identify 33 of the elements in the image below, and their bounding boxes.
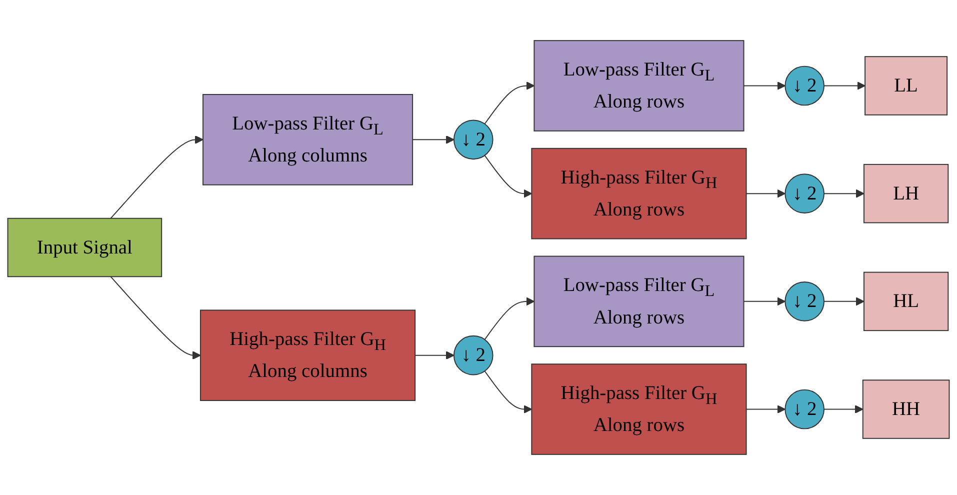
node-box: HL <box>863 272 949 332</box>
arrow <box>743 81 786 90</box>
arrow <box>484 370 532 414</box>
arrow <box>746 404 786 414</box>
arrow <box>824 189 864 198</box>
node-box: High-pass Filter G$_{H}$ Along rows <box>531 364 747 455</box>
arrow <box>824 404 864 414</box>
node-circle: ↓ 2 <box>453 120 494 160</box>
arrow <box>110 135 204 219</box>
node-circle: ↓ 2 <box>784 174 824 214</box>
arrow <box>484 81 535 124</box>
node-box: HH <box>862 380 950 439</box>
arrow <box>484 154 532 198</box>
node-box: High-pass Filter G$_{H}$ Along columns <box>200 310 416 401</box>
node-box: LL <box>864 56 948 116</box>
arrow <box>484 297 535 340</box>
arrow <box>110 276 201 360</box>
arrow <box>746 189 786 198</box>
arrow <box>824 297 864 306</box>
node-box: High-pass Filter G$_{H}$ Along rows <box>531 148 747 240</box>
node-circle: ↓ 2 <box>784 389 824 430</box>
node-box: Low-pass Filter G$_{L}$ Along rows <box>534 40 744 132</box>
node-box: Low-pass Filter G$_{L}$ Along rows <box>534 256 744 348</box>
node-box: Input Signal <box>7 218 162 278</box>
node-box: Low-pass Filter G$_{L}$ Along columns <box>202 94 414 186</box>
node-box: LH <box>863 164 949 224</box>
arrow <box>414 351 454 360</box>
arrow <box>412 135 454 144</box>
arrow <box>743 297 786 306</box>
arrow <box>824 81 866 90</box>
node-circle: ↓ 2 <box>784 282 824 322</box>
node-circle: ↓ 2 <box>453 335 494 376</box>
node-circle: ↓ 2 <box>784 66 824 106</box>
